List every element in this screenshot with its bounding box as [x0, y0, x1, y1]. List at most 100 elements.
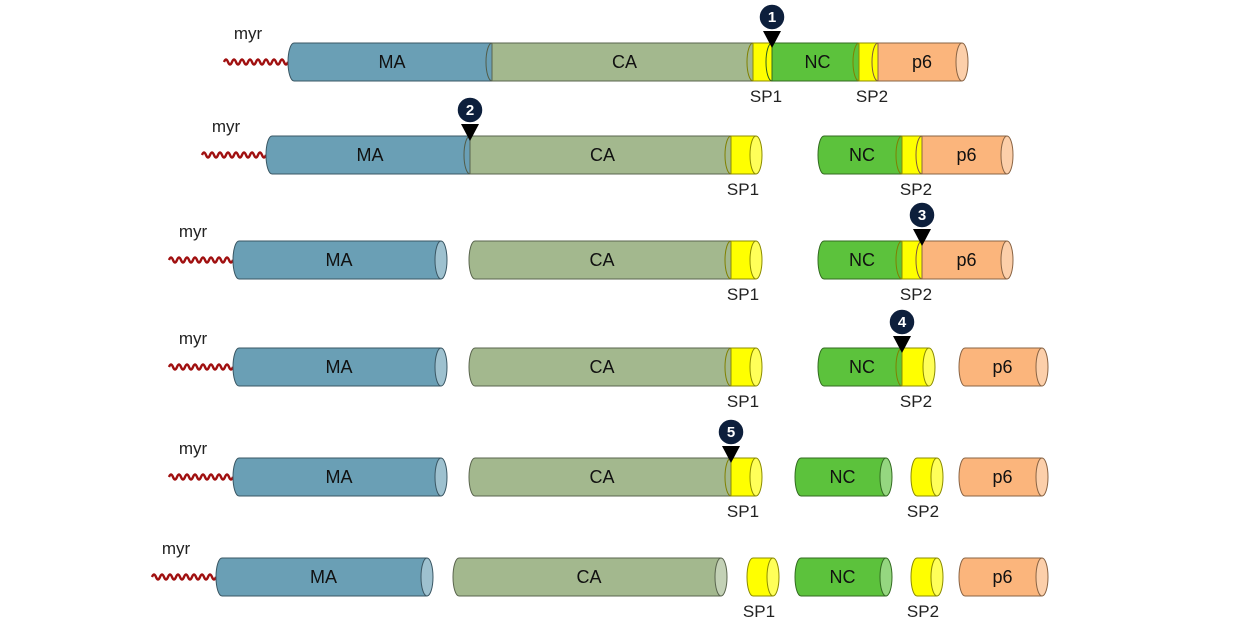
step-badge [717, 418, 745, 446]
nucleocapsid-domain [794, 457, 887, 497]
spacer-end-cap [749, 135, 763, 175]
capsid-domain [468, 240, 732, 280]
sp1-label: SP1 [750, 87, 782, 106]
p6-end-cap [1035, 457, 1049, 497]
spacer-domain [746, 557, 774, 597]
sp1-label: SP1 [727, 285, 759, 304]
nucleocapsid-label: NC [849, 250, 875, 270]
capsid-label: CA [576, 567, 601, 587]
domain-junction [485, 42, 493, 82]
capsid-domain [468, 347, 732, 387]
matrix-end-cap [434, 347, 448, 387]
matrix-domain [232, 240, 442, 280]
matrix-domain [232, 457, 442, 497]
domain-junction [463, 135, 471, 175]
nucleocapsid-domain [817, 347, 903, 387]
matrix-label: MA [326, 357, 353, 377]
spacer-end-cap [749, 347, 763, 387]
nucleocapsid-label: NC [805, 52, 831, 72]
p6-end-cap [1000, 135, 1014, 175]
myr-label: myr [234, 24, 263, 43]
spacer-domain [858, 42, 879, 82]
step-number: 2 [466, 102, 474, 119]
sp2-label: SP2 [900, 392, 932, 411]
myr-label: myr [179, 439, 208, 458]
spacer-end-cap [930, 457, 944, 497]
sp2-label: SP2 [907, 502, 939, 521]
matrix-domain [287, 42, 493, 82]
myristoyl-anchor [200, 151, 268, 159]
spacer-end-cap [749, 240, 763, 280]
capsid-domain [468, 457, 732, 497]
myristoyl-anchor [222, 58, 290, 66]
p6-end-cap [955, 42, 969, 82]
matrix-label: MA [310, 567, 337, 587]
capsid-label: CA [590, 145, 615, 165]
cleavage-site-marker: 5 [717, 418, 745, 463]
p6-domain [958, 557, 1043, 597]
myristoyl-anchor [167, 473, 235, 481]
step-number: 5 [727, 424, 735, 441]
capsid-end-cap [714, 557, 728, 597]
nucleocapsid-end-cap [879, 457, 893, 497]
matrix-end-cap [420, 557, 434, 597]
matrix-label: MA [357, 145, 384, 165]
domain-junction [895, 240, 903, 280]
p6-label: p6 [992, 567, 1012, 587]
sp1-label: SP1 [727, 392, 759, 411]
myristoyl-anchor [167, 363, 235, 371]
domain-junction [915, 135, 923, 175]
myristoyl-anchor [150, 573, 218, 581]
p6-domain [958, 457, 1043, 497]
spacer-end-cap [930, 557, 944, 597]
sp2-label: SP2 [900, 285, 932, 304]
matrix-label: MA [326, 467, 353, 487]
spacer-domain [901, 135, 923, 175]
spacer-domain [910, 557, 938, 597]
p6-label: p6 [956, 145, 976, 165]
matrix-domain [265, 135, 471, 175]
myr-label: myr [179, 222, 208, 241]
domain-junction [724, 135, 732, 175]
sp1-label: SP1 [727, 502, 759, 521]
domain-junction [895, 135, 903, 175]
spacer-domain [901, 240, 923, 280]
p6-label: p6 [992, 467, 1012, 487]
cleavage-site-marker: 2 [456, 96, 484, 141]
sp2-label: SP2 [900, 180, 932, 199]
p6-end-cap [1035, 347, 1049, 387]
spacer-end-cap [766, 557, 780, 597]
nucleocapsid-label: NC [830, 567, 856, 587]
domain-junction [724, 457, 732, 497]
domain-junction [724, 240, 732, 280]
cleavage-arrow-icon [722, 446, 740, 463]
spacer-end-cap [749, 457, 763, 497]
nucleocapsid-label: NC [849, 145, 875, 165]
nucleocapsid-domain [794, 557, 887, 597]
cleavage-arrow-icon [913, 229, 931, 246]
matrix-label: MA [326, 250, 353, 270]
p6-label: p6 [912, 52, 932, 72]
domain-junction [915, 240, 923, 280]
spacer-end-cap [922, 347, 936, 387]
p6-end-cap [1000, 240, 1014, 280]
sp1-label: SP1 [743, 602, 775, 621]
sp1-label: SP1 [727, 180, 759, 199]
myristoyl-anchor [167, 256, 235, 264]
domain-junction [852, 42, 860, 82]
step-number: 3 [918, 207, 926, 224]
nucleocapsid-end-cap [879, 557, 893, 597]
domain-junction [724, 347, 732, 387]
matrix-end-cap [434, 240, 448, 280]
capsid-label: CA [589, 250, 614, 270]
cleavage-arrow-icon [893, 336, 911, 353]
step-badge [758, 3, 786, 31]
capsid-label: CA [589, 357, 614, 377]
matrix-end-cap [434, 457, 448, 497]
capsid-label: CA [589, 467, 614, 487]
